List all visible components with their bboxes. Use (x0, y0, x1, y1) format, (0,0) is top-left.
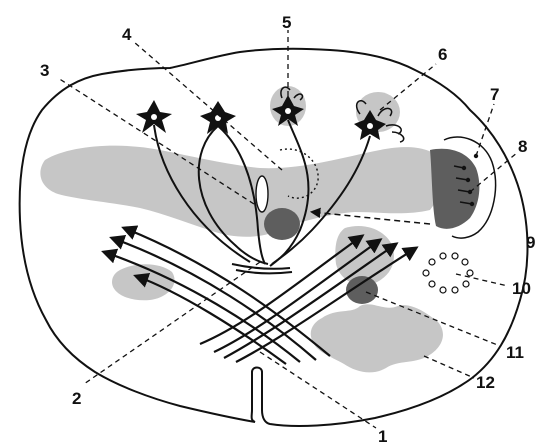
gray-matter-regions (40, 86, 443, 373)
neuron-fiber-tracts (153, 119, 371, 275)
median-dark-nucleus (264, 208, 300, 240)
right-wedge-dark-nucleus (346, 276, 378, 304)
right-lateral-dark-nucleus (430, 148, 480, 229)
leader-12 (423, 355, 475, 379)
dendrite-curls (280, 86, 405, 143)
leader-8 (469, 151, 519, 193)
lamella-dots (461, 153, 479, 207)
neurons (136, 95, 386, 140)
dark-nuclei (264, 148, 480, 304)
callout-label-6: 6 (438, 45, 447, 64)
callout-label-10: 10 (512, 279, 531, 298)
callout-label-12: 12 (476, 373, 495, 392)
lateral-lamella (443, 136, 497, 239)
leader-7 (475, 103, 495, 157)
leader-11 (365, 291, 501, 347)
crossing-fiber-bundles (101, 225, 419, 365)
callout-label-3: 3 (40, 61, 49, 80)
right-wedge-gray (335, 225, 394, 286)
leader-6 (379, 63, 437, 111)
central-gray-band (40, 145, 442, 237)
callout-label-4: 4 (122, 25, 132, 44)
section-outline (18, 47, 529, 427)
callout-label-9: 9 (526, 233, 535, 252)
callout-label-8: 8 (518, 137, 527, 156)
leader-4 (133, 41, 283, 171)
callout-labels: 1 2 3 4 5 6 7 8 9 10 11 12 (40, 13, 535, 446)
callout-label-5: 5 (282, 13, 291, 32)
neuron-nuclei (151, 108, 373, 129)
leader-lines (57, 30, 519, 429)
left-lateral-gray (112, 264, 175, 301)
dotted-ring (422, 252, 474, 294)
callout-label-11: 11 (506, 343, 524, 362)
leader-10 (455, 273, 509, 287)
callout-label-2: 2 (72, 389, 81, 408)
leader-3 (57, 77, 255, 205)
callout-label-7: 7 (490, 85, 499, 104)
dashed-arrow-9 (309, 207, 431, 225)
right-lower-convoluted-gray (310, 304, 443, 373)
midline-small-structures (255, 148, 319, 213)
callout-label-1: 1 (378, 427, 387, 446)
